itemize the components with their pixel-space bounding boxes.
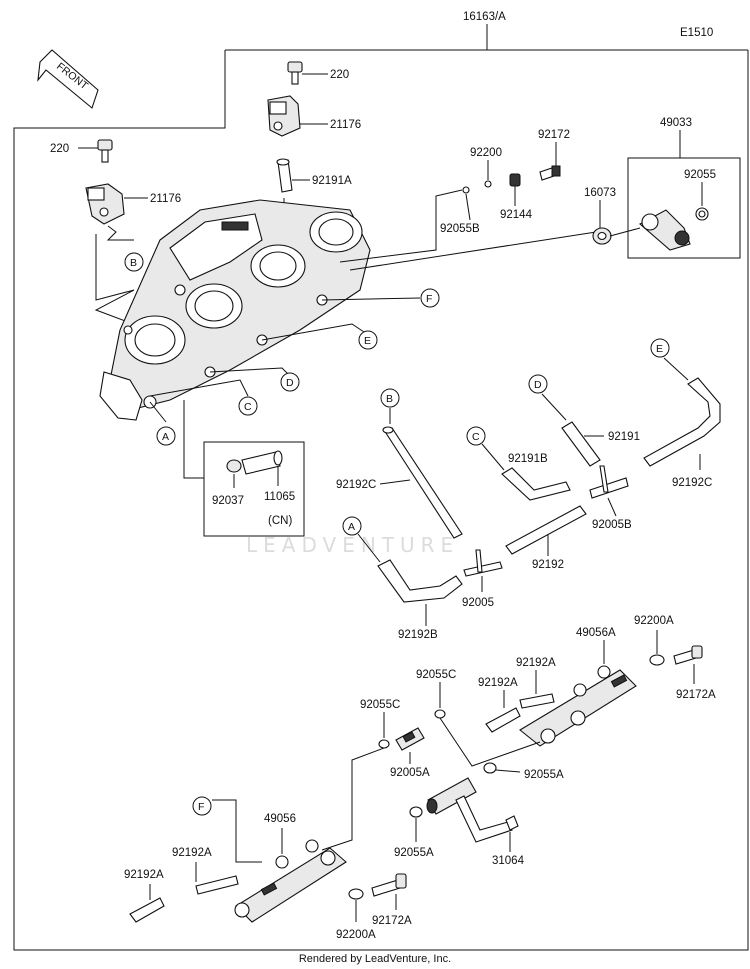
part-label-92055C-2: 92055C <box>416 669 456 681</box>
watermark: LEADVENTURE <box>246 533 459 557</box>
callout-D-body: D <box>286 377 294 389</box>
diagram-code: E1510 <box>680 27 713 39</box>
part-label-92055A-1: 92055A <box>524 769 564 781</box>
o-ring-92055A-2[interactable] <box>409 806 423 818</box>
part-label-92192: 92192 <box>532 559 564 571</box>
part-label-92191A: 92191A <box>312 175 352 187</box>
callout-A-hose: A <box>348 521 355 533</box>
callout-B-hose: B <box>386 393 393 405</box>
part-label-220-top: 220 <box>330 69 349 81</box>
callout-E-hose: E <box>656 343 663 355</box>
part-label-16073: 16073 <box>584 187 616 199</box>
fuel-rail-49056A[interactable] <box>519 665 637 747</box>
o-ring-92055C-2[interactable] <box>434 709 446 719</box>
washer-92200A-top[interactable] <box>649 654 665 666</box>
part-label-92192B: 92192B <box>398 629 438 641</box>
part-label-92055C-1: 92055C <box>360 699 400 711</box>
part-label-92192C-right: 92192C <box>672 477 712 489</box>
part-label-92037: 92037 <box>212 495 244 507</box>
hose-92192A-4[interactable] <box>129 897 165 923</box>
part-label-92005A: 92005A <box>390 767 430 779</box>
washer-92200A-bottom[interactable] <box>348 888 364 900</box>
fuel-rail-49056[interactable] <box>234 839 347 923</box>
seal-16073[interactable] <box>592 227 612 245</box>
throttle-body-assembly[interactable] <box>99 199 371 421</box>
assembly-label: 16163/A <box>463 11 506 23</box>
callout-E-body: E <box>364 335 371 347</box>
part-label-92144: 92144 <box>500 209 533 221</box>
cap-11065[interactable] <box>241 450 283 475</box>
part-label-220-left: 220 <box>50 143 69 155</box>
hose-92192A-2[interactable] <box>485 707 521 733</box>
joint-92005[interactable] <box>463 549 503 577</box>
part-label-31064: 31064 <box>492 855 525 867</box>
screw-92172[interactable] <box>539 165 561 181</box>
joint-92005A[interactable] <box>395 727 425 751</box>
part-label-92200A-bottom: 92200A <box>336 929 376 941</box>
part-label-92192A-3: 92192A <box>172 847 212 859</box>
hose-92192A-3[interactable] <box>195 875 239 895</box>
washer-92200[interactable] <box>484 180 492 188</box>
hose-92191A[interactable] <box>276 158 293 193</box>
o-ring-92055C-1[interactable] <box>378 739 390 749</box>
clamp-92037[interactable] <box>226 459 242 473</box>
hose-92192[interactable] <box>505 505 587 555</box>
hose-92192C-right[interactable] <box>643 377 721 467</box>
callout-F-rail: F <box>198 801 204 813</box>
part-label-92172A-top: 92172A <box>676 689 716 701</box>
hose-92192C-left[interactable] <box>382 426 463 539</box>
part-label-92192A-2: 92192A <box>478 677 518 689</box>
washer-92055B[interactable] <box>462 186 470 194</box>
bolt-92172A-top[interactable] <box>673 645 703 665</box>
part-label-92172A-bottom: 92172A <box>372 915 412 927</box>
part-label-92055: 92055 <box>684 169 716 181</box>
o-ring-92055[interactable] <box>695 207 709 221</box>
front-arrow-icon: FRONT <box>37 49 99 109</box>
part-label-92192C-left: 92192C <box>336 479 376 491</box>
hose-92191B[interactable] <box>501 467 571 501</box>
spring-92144[interactable] <box>509 173 521 187</box>
part-label-11065: 11065 <box>264 491 295 503</box>
callout-D-hose: D <box>534 379 542 391</box>
bolt-92172A-bottom[interactable] <box>371 873 407 897</box>
part-label-92005: 92005 <box>462 597 494 609</box>
bolt-220-top[interactable] <box>287 61 303 85</box>
part-label-92055A-2: 92055A <box>394 847 434 859</box>
part-label-49033: 49033 <box>660 117 692 129</box>
part-label-92005B: 92005B <box>592 519 632 531</box>
part-label-92172: 92172 <box>538 129 570 141</box>
part-label-92191B: 92191B <box>508 453 548 465</box>
joint-92005B[interactable] <box>589 465 629 499</box>
part-label-49056: 49056 <box>264 813 296 825</box>
part-label-21176-top: 21176 <box>330 119 361 131</box>
sensor-21176-left[interactable] <box>85 183 125 225</box>
part-label-92200A-top: 92200A <box>634 615 674 627</box>
part-label-92191: 92191 <box>608 431 640 443</box>
hose-92191[interactable] <box>561 421 601 467</box>
cn-note: (CN) <box>268 515 292 527</box>
fuel-hose-31064[interactable] <box>426 777 519 843</box>
footer-credit: Rendered by LeadVenture, Inc. <box>298 953 452 965</box>
part-label-92200: 92200 <box>470 147 502 159</box>
o-ring-92055A-1[interactable] <box>483 762 497 774</box>
callout-F-body: F <box>426 293 432 305</box>
part-label-49056A: 49056A <box>576 627 616 639</box>
callout-B-upper: B <box>130 257 137 269</box>
bolt-220-left[interactable] <box>97 139 113 163</box>
assembly-bracket <box>13 24 749 951</box>
sensor-21176-top[interactable] <box>267 95 301 137</box>
hose-92192B[interactable] <box>377 559 463 603</box>
callout-C-hose: C <box>472 431 480 443</box>
sensor-49033[interactable] <box>639 209 691 251</box>
hose-92192A-1[interactable] <box>519 693 555 709</box>
part-label-92055B: 92055B <box>440 223 480 235</box>
callout-C-body: C <box>244 401 252 413</box>
part-label-21176-left: 21176 <box>150 193 181 205</box>
part-label-92192A-4: 92192A <box>124 869 164 881</box>
callout-A-body: A <box>162 431 169 443</box>
part-label-92192A-1: 92192A <box>516 657 556 669</box>
